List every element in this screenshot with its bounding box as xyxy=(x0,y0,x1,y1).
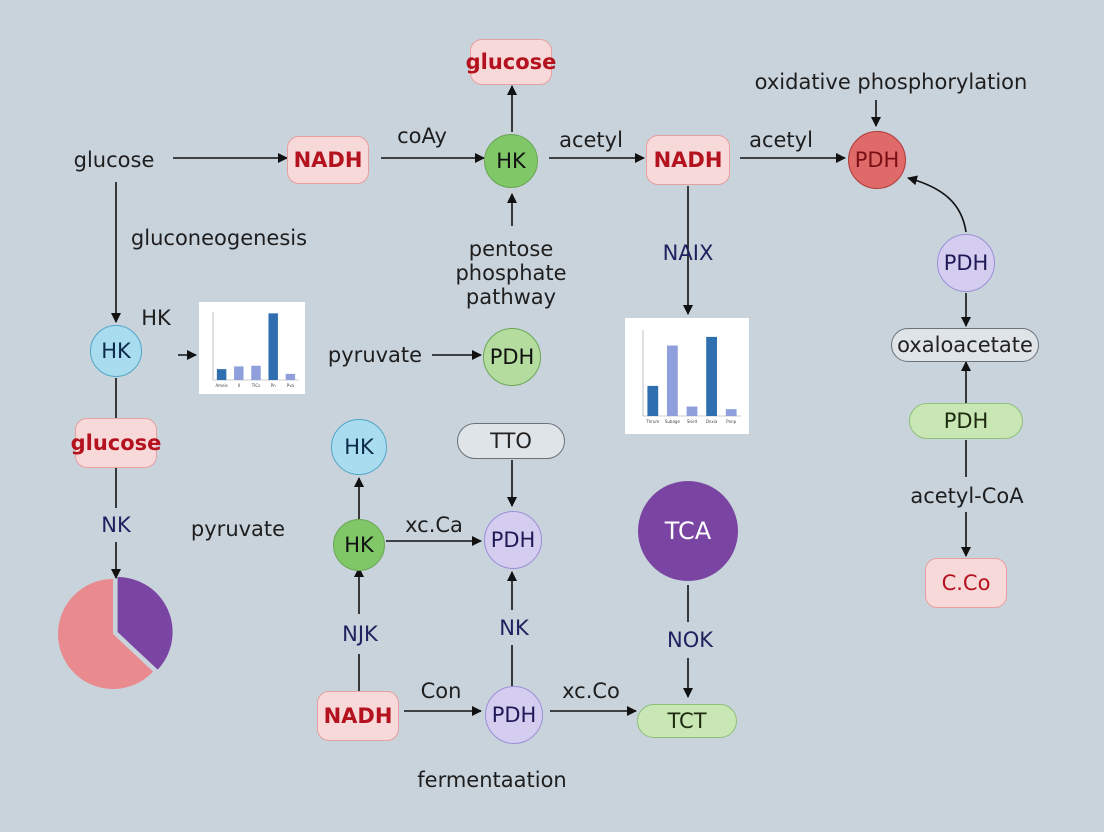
node-nadh-top-right: NADH xyxy=(646,135,730,185)
arrow-pdh-to-pdh-top xyxy=(907,175,967,233)
node-glucose-top: glucose xyxy=(466,39,556,85)
node-tct: TCT xyxy=(637,704,737,738)
node-cco: C.Co xyxy=(925,558,1007,608)
tick-label: Pn xyxy=(271,383,276,388)
node-pdh-mid: PDH xyxy=(483,328,541,386)
node-glucose-left: glucose xyxy=(71,418,161,468)
bar xyxy=(285,373,296,380)
label-xcca: xc.Ca xyxy=(405,512,463,537)
tick-label: Dnxia xyxy=(706,419,718,424)
node-pdh-bottom: PDH xyxy=(485,686,543,744)
pie-slice xyxy=(117,577,173,670)
bar xyxy=(725,409,737,416)
bar-chart-right-svg: Thrum Subage Slord Dnxia Pxnp xyxy=(642,330,741,424)
tick-label: Subage xyxy=(665,419,681,424)
tick-label: TICs xyxy=(251,383,261,388)
label-pyruvate-mid: pyruvate xyxy=(327,342,423,367)
node-hk-top: HK xyxy=(484,134,538,188)
node-oxaloacetate: oxaloacetate xyxy=(891,328,1039,362)
tick-label: Pxnp xyxy=(726,419,736,424)
bar xyxy=(234,366,244,380)
label-glucose-start: glucose xyxy=(73,147,155,172)
node-hk-green-center: HK xyxy=(333,519,385,571)
node-pdh-center: PDH xyxy=(484,511,542,569)
node-tca: TCA xyxy=(638,481,738,581)
bar-chart-right: Thrum Subage Slord Dnxia Pxnp xyxy=(625,318,749,434)
tick-label: II xyxy=(238,383,240,388)
node-hk-left: HK xyxy=(90,325,142,377)
label-xcco: xc.Co xyxy=(562,678,620,703)
label-pentose-phosphate-pathway: pentose phosphate pathway xyxy=(455,236,567,310)
tick-label: Pva xyxy=(287,383,295,388)
label-acetyl-coa: acetyl-CoA xyxy=(910,483,1024,508)
node-pdh-top-right: PDH xyxy=(848,131,906,189)
label-naix: NAIX xyxy=(662,240,714,265)
bar xyxy=(251,365,261,380)
label-gluconeogenesis: gluconeogenesis xyxy=(130,225,308,250)
node-hk-blue-center: HK xyxy=(331,419,387,475)
node-nadh-top-left: NADH xyxy=(287,136,369,184)
tick-label: Thrum xyxy=(645,419,659,424)
label-acetyl-2: acetyl xyxy=(749,127,813,152)
bar xyxy=(706,336,717,416)
bar-chart-left: Ameis II TICs Pn Pva xyxy=(199,302,305,394)
node-pdh-right-green: PDH xyxy=(909,403,1023,439)
bar xyxy=(268,313,278,380)
label-nk-center: NK xyxy=(499,615,529,640)
pie-slice xyxy=(58,579,154,689)
label-oxidative-phosphorylation: oxidative phosphorylation xyxy=(754,69,1028,94)
label-nok: NOK xyxy=(666,627,714,652)
label-njk: NJK xyxy=(342,621,378,646)
bar xyxy=(686,406,698,416)
bar-chart-left-svg: Ameis II TICs Pn Pva xyxy=(212,312,299,388)
tick-label: Ameis xyxy=(215,383,227,388)
node-pdh-right: PDH xyxy=(937,234,995,292)
label-pyruvate-left: pyruvate xyxy=(190,516,286,541)
label-fermentation: fermentaation xyxy=(417,767,567,792)
bar xyxy=(216,369,227,380)
bar xyxy=(647,385,659,416)
label-nk-left: NK xyxy=(101,512,131,537)
label-hk-side: HK xyxy=(141,305,171,330)
label-con: Con xyxy=(420,678,462,703)
tick-label: Slord xyxy=(687,419,698,424)
label-coay: coAy xyxy=(397,123,447,148)
label-acetyl-1: acetyl xyxy=(559,127,623,152)
node-nadh-bottom: NADH xyxy=(317,691,399,741)
node-tto: TTO xyxy=(457,423,565,459)
pie-chart xyxy=(58,577,173,689)
bar xyxy=(667,345,678,416)
